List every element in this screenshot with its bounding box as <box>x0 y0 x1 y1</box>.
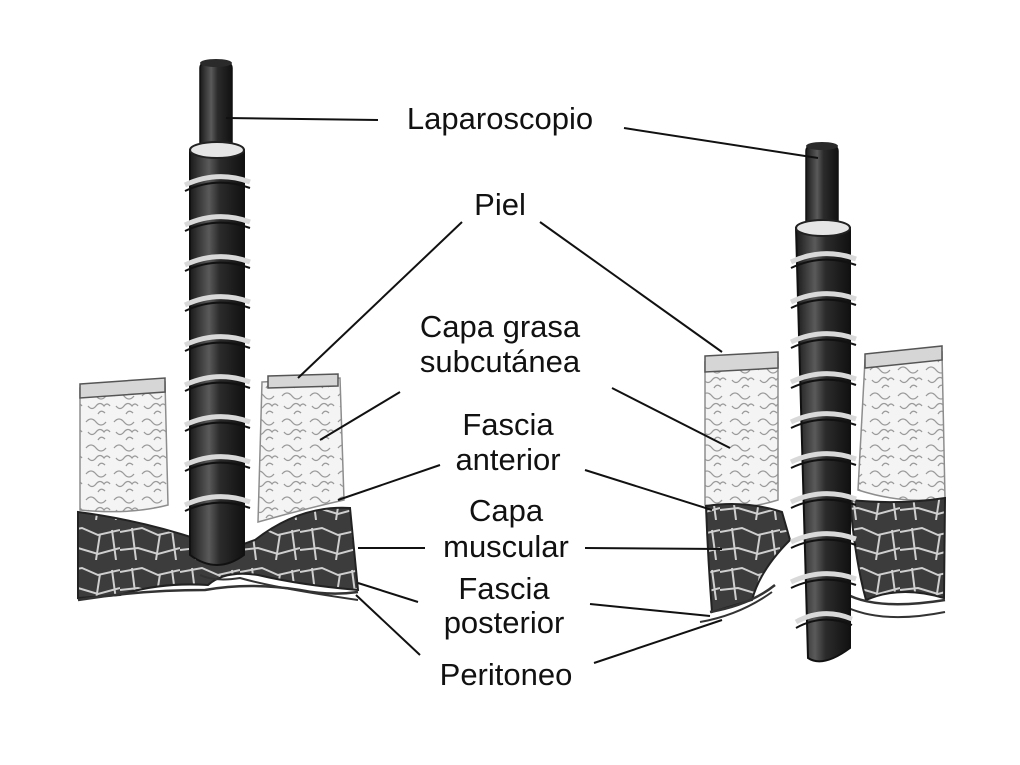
label-fat-line-2: subcutánea <box>419 344 581 379</box>
label-skin: Piel <box>474 187 526 222</box>
leader-lines <box>225 117 819 664</box>
leader-laparoscope-right <box>623 127 819 159</box>
label-muscle-line-2: muscular <box>443 529 569 564</box>
left-skin-strip-2 <box>267 373 339 389</box>
leader-peritoneum-right <box>593 619 723 664</box>
left-trocar <box>183 59 251 566</box>
leader-peritoneum-left <box>355 594 421 656</box>
left-trocar-sleeve <box>189 149 245 566</box>
leader-muscle-right <box>584 547 723 550</box>
right-wall-section <box>699 345 947 623</box>
right-fat-block-1 <box>704 357 779 509</box>
leader-anterior-fascia-right <box>584 469 713 511</box>
left-posterior-fascia <box>77 584 359 602</box>
left-wall-section <box>77 373 360 602</box>
right-screw-threads <box>789 251 857 625</box>
left-skin-strip-1 <box>79 377 166 399</box>
label-posterior-fascia-line-1: Fascia <box>458 571 550 606</box>
left-muscle-layer <box>77 506 360 600</box>
leader-skin-left <box>297 221 463 379</box>
label-posterior-fascia-line-2: posterior <box>443 605 565 640</box>
leader-posterior-fascia-left <box>357 582 419 603</box>
right-fat-block-2 <box>857 351 946 501</box>
left-peritoneum <box>199 574 359 601</box>
label-muscle-line-1: Capa <box>468 493 544 528</box>
leader-laparoscope-left <box>225 117 379 121</box>
left-fat-block-1 <box>79 381 169 513</box>
right-skin-strip-1 <box>704 351 779 373</box>
left-fat-block-2 <box>257 377 345 524</box>
label-peritoneum: Peritoneo <box>439 657 573 692</box>
right-skin-strip-2 <box>864 345 943 369</box>
right-muscle-layer-left <box>704 503 792 614</box>
left-screw-threads <box>183 174 251 508</box>
leader-fat-left <box>319 391 401 441</box>
leader-anterior-fascia-left <box>337 464 441 501</box>
label-anterior-fascia-line-1: Fascia <box>462 407 554 442</box>
label-anterior-fascia-line-2: anterior <box>455 442 561 477</box>
label-laparoscope: Laparoscopio <box>406 101 594 136</box>
leader-fat-right <box>611 387 731 449</box>
label-fat-line-1: Capa grasa <box>419 309 581 344</box>
leader-skin-right <box>539 221 723 353</box>
right-trocar <box>789 142 857 663</box>
right-muscle-layer-right <box>848 496 947 602</box>
leader-posterior-fascia-right <box>589 603 711 617</box>
